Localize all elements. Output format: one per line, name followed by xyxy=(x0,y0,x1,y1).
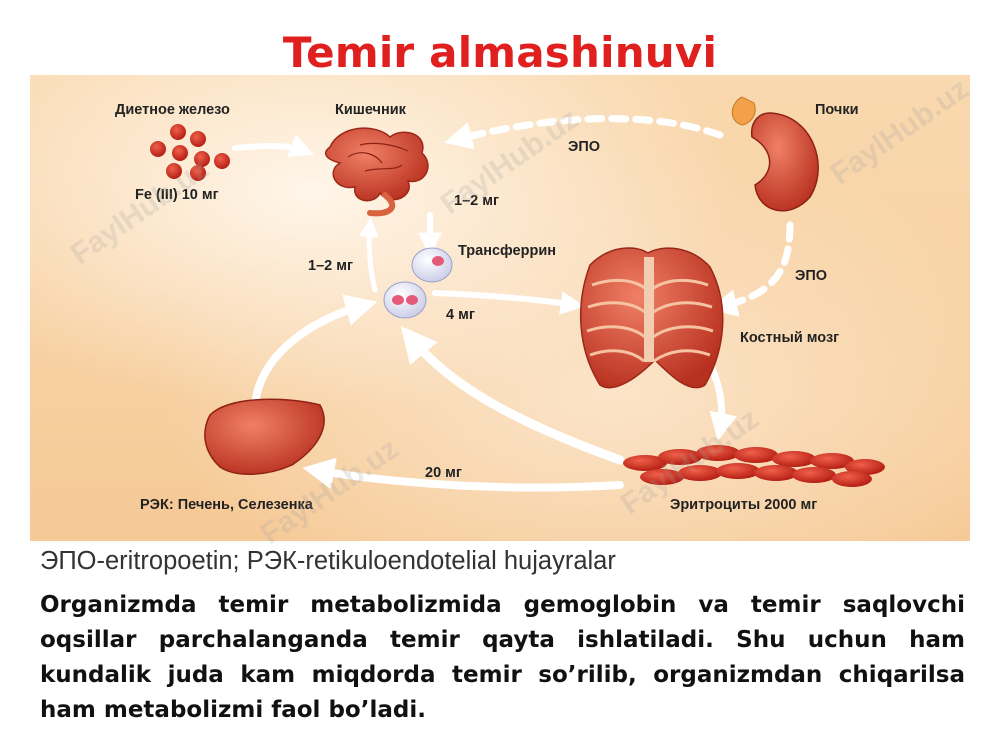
arrow-transferrin-to-intestine xyxy=(358,217,379,293)
label-transferrin: Трансферрин xyxy=(458,243,556,259)
label-bone-marrow: Костный мозг xyxy=(740,330,840,346)
label-res: РЭК: Печень, Селезенка xyxy=(140,497,313,513)
label-dose-4: 4 мг xyxy=(446,307,475,323)
arrow-erythrocytes-to-transferrin xyxy=(400,325,625,465)
arrow-erythrocytes-to-liver xyxy=(302,457,624,492)
label-dose-left: 1–2 мг xyxy=(308,258,353,274)
arrow-kidney-to-intestine xyxy=(444,115,724,150)
liver-organ xyxy=(204,398,325,475)
ribcage-organ xyxy=(579,247,724,389)
iron-dots xyxy=(150,124,230,181)
body-paragraph: Organizmda temir metabolizmida gemoglobi… xyxy=(40,592,965,723)
arrow-liver-to-transferrin xyxy=(251,294,378,409)
intestine-organ xyxy=(324,127,429,217)
arrow-transferrin-to-marrow xyxy=(432,290,585,315)
transferrin-molecules xyxy=(383,247,453,319)
erythrocyte-cells xyxy=(623,445,885,487)
kidney-organ xyxy=(731,96,819,212)
arrow-diet-to-intestine xyxy=(232,134,314,157)
label-dietary-iron: Диетное железо xyxy=(115,102,230,118)
label-intestine: Кишечник xyxy=(335,102,406,118)
legend-abbreviations: ЭПО-eritropoetin; РЭК-retikuloendotelial… xyxy=(40,547,616,575)
label-epo-top: ЭПО xyxy=(568,139,601,155)
label-erythrocytes: Эритроциты 2000 мг xyxy=(670,497,818,513)
page-title: Temir almashinuvi xyxy=(282,28,718,77)
label-dose-right: 1–2 мг xyxy=(454,193,499,209)
label-epo-right: ЭПО xyxy=(795,268,828,284)
label-kidneys: Почки xyxy=(815,102,859,118)
label-dose-20: 20 мг xyxy=(425,465,462,481)
iron-metabolism-diagram: Диетное железо Кишечник Почки ЭПО 1–2 мг… xyxy=(30,72,975,551)
arrow-kidney-to-marrow xyxy=(709,221,794,317)
diagram-drawing xyxy=(150,96,885,492)
label-fe-amount: Fe (III) 10 мг xyxy=(135,187,219,203)
